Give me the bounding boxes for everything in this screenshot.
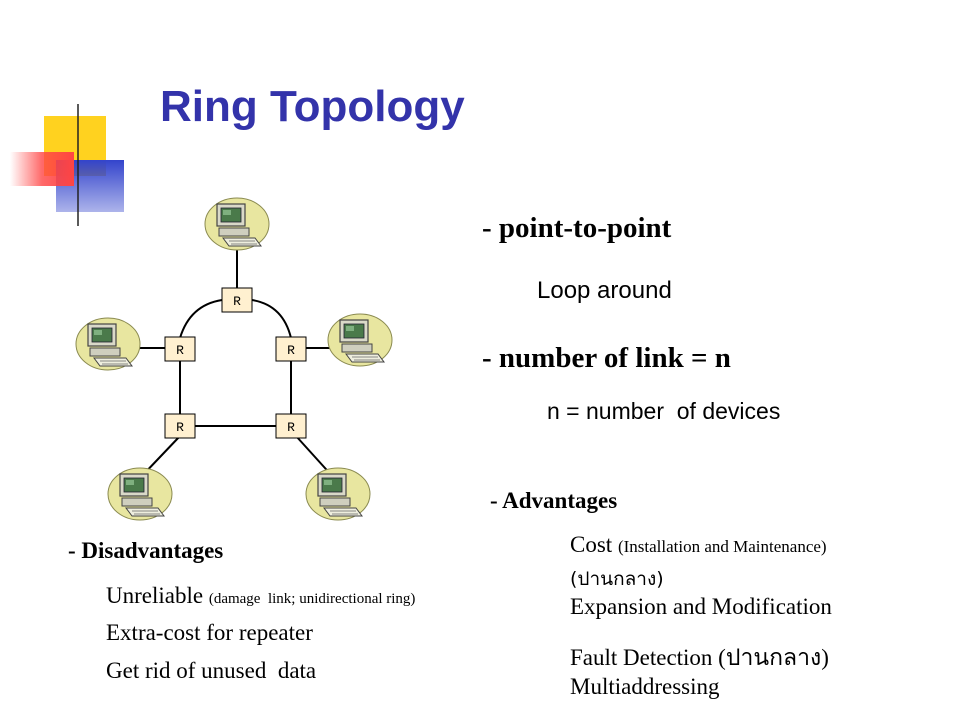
disadvantage-item: Get rid of unused data — [106, 658, 317, 683]
repeater-label: R — [176, 343, 184, 358]
computer-icon-bottom-left — [107, 467, 173, 521]
disadvantage-note: (damage link; unidirectional ring) — [208, 591, 416, 607]
repeater-label: R — [287, 343, 295, 358]
computer-icon-left — [75, 317, 141, 371]
repeater-label: R — [233, 294, 241, 309]
advantage-item: (ปานกลาง) — [570, 568, 664, 590]
point-to-point-detail: Loop around — [537, 277, 672, 304]
title-decoration — [10, 104, 860, 226]
page-title: Ring Topology — [160, 82, 465, 131]
disadvantages-heading: - Disadvantages — [68, 538, 224, 563]
disadvantage-item: Unreliable (damage link; unidirectional … — [106, 583, 415, 609]
ring-top-left — [179, 299, 223, 339]
advantage-main: Cost — [570, 532, 613, 557]
computer-icon-right — [327, 313, 393, 367]
advantage-item: Multiaddressing — [570, 674, 720, 699]
ring-top-right — [251, 299, 292, 339]
advantage-item: Fault Detection (ปานกลาง) — [570, 645, 829, 670]
advantage-item: Cost (Installation and Maintenance) — [570, 532, 827, 558]
advantage-note: (Installation and Maintenance) — [617, 537, 827, 556]
number-of-link-heading: - number of link = n — [482, 342, 731, 374]
disadvantage-item: Extra-cost for repeater — [106, 620, 313, 645]
deco-red-square — [10, 152, 74, 186]
repeater-right: R — [275, 336, 307, 362]
repeater-bottom-left: R — [164, 413, 196, 439]
disadvantage-main: Unreliable — [106, 583, 204, 608]
computer-icon-bottom-right — [305, 467, 371, 521]
repeater-bottom-right: R — [275, 413, 307, 439]
advantages-heading: - Advantages — [490, 488, 618, 513]
repeater-left: R — [164, 336, 196, 362]
number-of-link-detail: n = number of devices — [547, 398, 781, 424]
point-to-point-heading: - point-to-point — [482, 212, 672, 244]
ring-links — [128, 240, 342, 479]
repeater-label: R — [176, 420, 184, 435]
computer-icon-top — [204, 197, 270, 251]
repeater-label: R — [287, 420, 295, 435]
repeater-top: R — [221, 287, 253, 313]
advantage-item: Expansion and Modification — [570, 594, 832, 619]
